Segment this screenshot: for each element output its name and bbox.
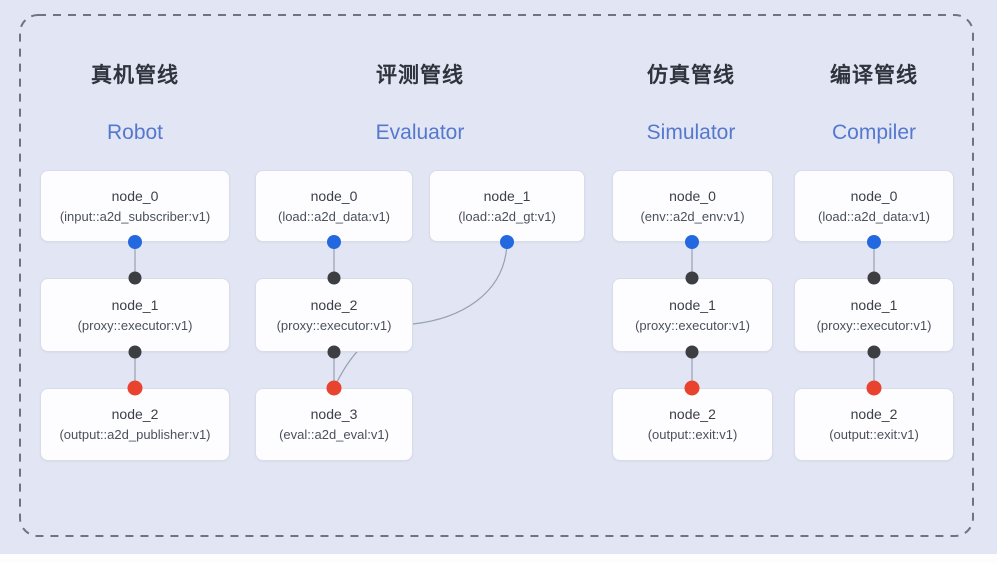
- pipeline-subtitle-simulator: Simulator: [646, 121, 736, 144]
- node-sublabel: (proxy::executor:v1): [816, 317, 932, 333]
- robot-node_2-box: node_2(output::a2d_publisher:v1): [40, 388, 230, 461]
- bottom-strip: [0, 554, 997, 563]
- robot-node_0-box: node_0(input::a2d_subscriber:v1): [40, 170, 230, 242]
- pipeline-title-evaluator: 评测管线: [376, 64, 464, 87]
- node-label: node_1: [669, 296, 716, 313]
- node-label: node_2: [310, 296, 358, 313]
- node-sublabel: (eval::a2d_eval:v1): [279, 427, 389, 442]
- node-sublabel: (proxy::executor:v1): [77, 317, 193, 333]
- node-label: node_2: [850, 406, 898, 422]
- pipeline-title-simulator: 仿真管线: [647, 64, 735, 87]
- evaluator-node_3-box: node_3(eval::a2d_eval:v1): [255, 388, 413, 461]
- evaluator-node_2-box: node_2(proxy::executor:v1): [255, 278, 413, 352]
- compiler-node_0-box: node_0(load::a2d_data:v1): [794, 170, 954, 242]
- compiler-node_2-box: node_2(output::exit:v1): [794, 388, 954, 461]
- node-label: node_0: [310, 187, 358, 204]
- node-sublabel: (load::a2d_data:v1): [817, 208, 931, 224]
- node-sublabel: (input::a2d_subscriber:v1): [59, 208, 211, 224]
- pipeline-subtitle-robot: Robot: [106, 121, 164, 144]
- node-label: node_2: [111, 406, 159, 422]
- pipeline-title-compiler: 编译管线: [830, 64, 918, 87]
- edge-curve: [334, 242, 508, 387]
- node-sublabel: (output::a2d_publisher:v1): [59, 427, 211, 442]
- pipeline-panel-border: [19, 14, 974, 537]
- compiler-node_1-box: node_1(proxy::executor:v1): [794, 278, 954, 352]
- node-label: node_1: [483, 187, 531, 204]
- node-label: node_0: [850, 187, 898, 204]
- node-sublabel: (output::exit:v1): [647, 427, 738, 442]
- node-label: node_2: [669, 406, 716, 422]
- simulator-node_2-box: node_2(output::exit:v1): [612, 388, 773, 461]
- node-label: node_0: [111, 187, 159, 204]
- pipeline-title-robot: 真机管线: [91, 64, 179, 87]
- node-sublabel: (load::a2d_gt:v1): [458, 208, 556, 224]
- evaluator-node_1-box: node_1(load::a2d_gt:v1): [429, 170, 585, 242]
- simulator-node_0-box: node_0(env::a2d_env:v1): [612, 170, 773, 242]
- node-sublabel: (proxy::executor:v1): [635, 317, 750, 333]
- node-sublabel: (env::a2d_env:v1): [640, 208, 745, 224]
- simulator-node_1-box: node_1(proxy::executor:v1): [612, 278, 773, 352]
- node-sublabel: (load::a2d_data:v1): [277, 208, 391, 224]
- node-label: node_3: [310, 406, 358, 422]
- evaluator-node_0-box: node_0(load::a2d_data:v1): [255, 170, 413, 242]
- node-label: node_1: [111, 296, 159, 313]
- node-label: node_1: [850, 296, 898, 313]
- robot-node_1-box: node_1(proxy::executor:v1): [40, 278, 230, 352]
- node-sublabel: (proxy::executor:v1): [276, 317, 392, 333]
- node-sublabel: (output::exit:v1): [829, 427, 919, 442]
- pipeline-subtitle-compiler: Compiler: [831, 121, 917, 144]
- node-label: node_0: [669, 187, 716, 204]
- pipeline-subtitle-evaluator: Evaluator: [375, 121, 465, 144]
